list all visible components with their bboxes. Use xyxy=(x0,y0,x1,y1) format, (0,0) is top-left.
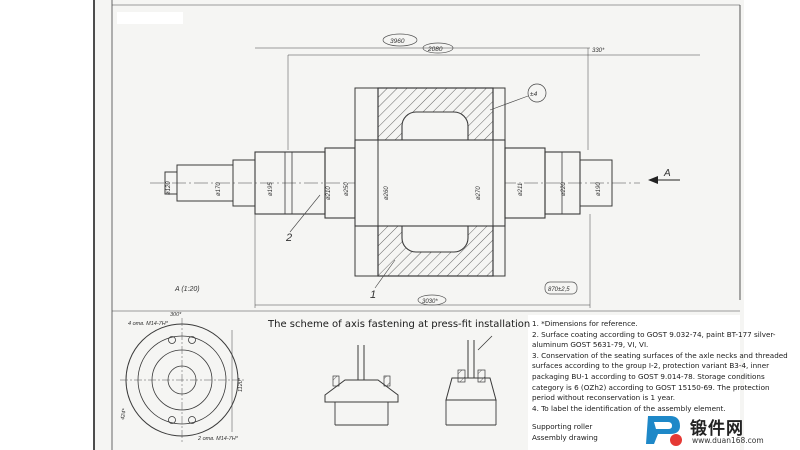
view-arrow-head xyxy=(648,176,658,184)
dim-bottom-1: 3030* xyxy=(422,299,438,305)
dim-d7: ø270 xyxy=(476,186,482,200)
dim-top-2: 2080 xyxy=(427,46,443,53)
callout-leader-1 xyxy=(374,259,396,289)
dim-d6: ø260 xyxy=(384,186,390,200)
technical-notes: 1. *Dimensions for reference. 2. Surface… xyxy=(532,319,790,444)
dim-bubble-1 xyxy=(382,33,418,47)
dim-d9: ø220 xyxy=(561,182,567,196)
dim-d8: ø211 xyxy=(518,183,524,196)
view-a-bolt-bottom: 2 отв. M14-7H* xyxy=(197,436,239,442)
view-label: A (1:20) xyxy=(174,286,200,293)
title-block-name: Supporting roller xyxy=(532,422,593,432)
section-arrow-label: A xyxy=(663,168,671,179)
dim-d10: ø190 xyxy=(596,182,602,196)
press-fit-scheme-2 xyxy=(445,335,497,426)
dim-bubble-2 xyxy=(422,42,454,54)
redacted-box xyxy=(117,12,183,24)
shaft-journal-right xyxy=(579,159,613,207)
dim-bubble-4 xyxy=(544,281,578,295)
watermark-logo-icon xyxy=(646,416,682,446)
watermark-name: 锻件网 xyxy=(690,419,744,439)
title-block-type: Assembly drawing xyxy=(532,432,598,442)
scheme-title: The scheme of axis fastening at press-fi… xyxy=(268,319,531,330)
view-a-dim-300: 300* xyxy=(170,312,182,318)
press-fit-scheme-1 xyxy=(324,345,399,426)
dim-d5: ø250 xyxy=(344,182,350,196)
dim-d4: ø210 xyxy=(326,186,332,200)
note-4: 4. To label the identification of the as… xyxy=(532,403,726,413)
dim-bottom-2: 870±2,5 xyxy=(548,287,570,293)
view-a-angle: 424* xyxy=(120,407,128,420)
dim-d1: ø120 xyxy=(166,181,172,195)
dim-d3: ø195 xyxy=(268,182,274,196)
notes-box xyxy=(528,315,740,450)
callout-leader-2 xyxy=(289,194,321,233)
callout-4: ±4 xyxy=(530,91,538,98)
dim-bubble-3 xyxy=(417,294,447,306)
bolt-hole-4 xyxy=(188,416,196,424)
dim-top-3: 330* xyxy=(592,48,605,54)
bolt-hole-3 xyxy=(168,416,176,424)
dim-d2: ø170 xyxy=(216,182,222,196)
note-1: 1. *Dimensions for reference. xyxy=(532,319,638,328)
callout-circle-4 xyxy=(527,83,547,103)
callout-2: 2 xyxy=(285,232,292,244)
bolt-hole-2 xyxy=(188,336,196,344)
roller-flange-left xyxy=(354,87,379,277)
note-3: 3. Conservation of the seating surfaces … xyxy=(532,350,788,403)
note-2: 2. Surface coating according to GOST 9.0… xyxy=(532,329,776,350)
callout-leader-4 xyxy=(489,95,529,111)
dim-top-1: 3960 xyxy=(390,38,405,45)
view-a-dim-1120: 1120* xyxy=(238,377,244,392)
callout-1: 1 xyxy=(370,289,376,301)
view-a-bolt-top: 4 отв. M14-7H* xyxy=(128,321,169,327)
bolt-hole-1 xyxy=(168,336,176,344)
site-watermark: 锻件网 www.duan168.com xyxy=(640,408,800,450)
watermark-url: www.duan168.com xyxy=(692,436,764,445)
